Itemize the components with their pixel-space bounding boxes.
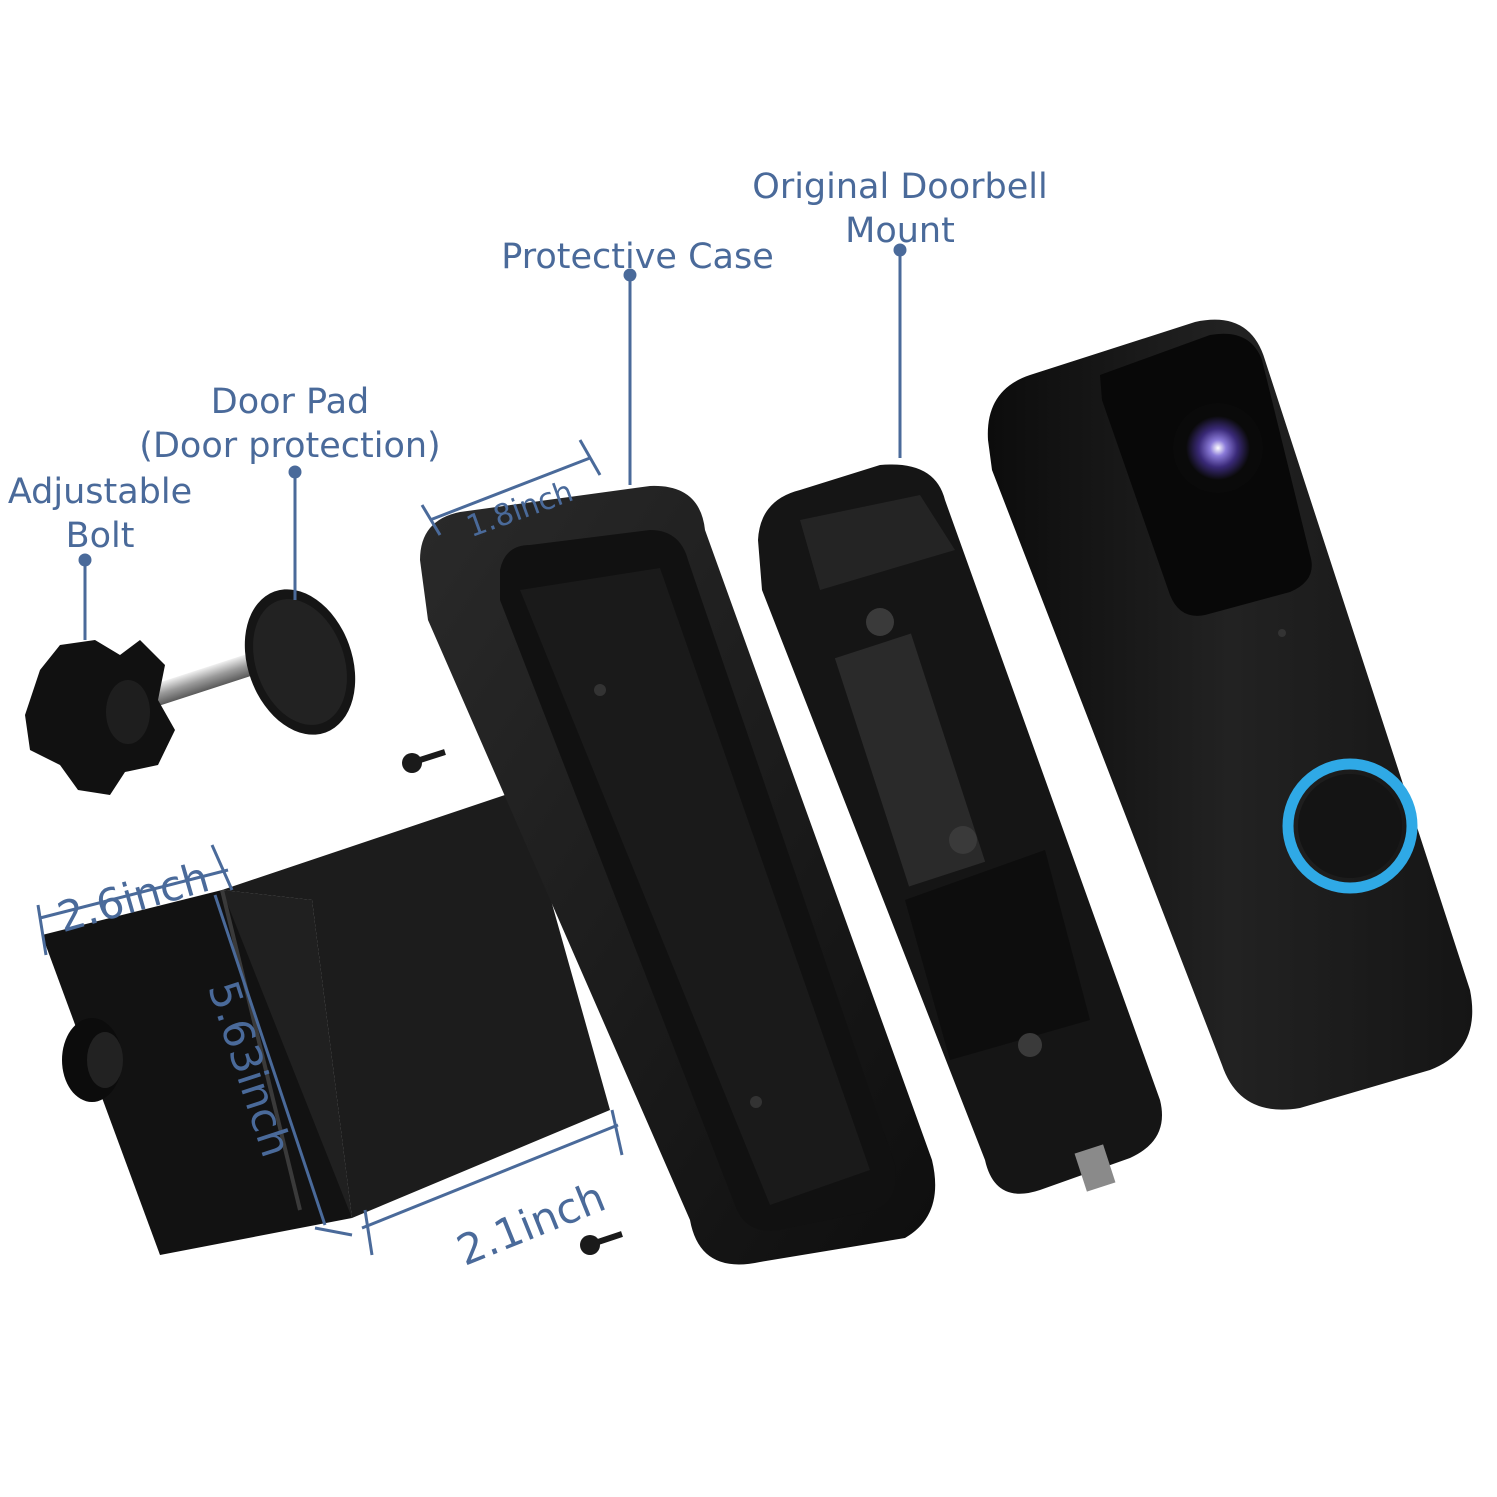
leader-lines: [78, 243, 907, 640]
label-protective-case-line1: Protective Case: [501, 237, 774, 277]
screw-icon: [580, 1231, 623, 1255]
label-original-mount-line1: Original Doorbell: [752, 167, 1048, 207]
bracket-knob-icon: [62, 1018, 123, 1102]
label-door-pad-line2: (Door protection): [139, 426, 441, 466]
label-adjustable-bolt-line1: Adjustable: [7, 472, 193, 512]
door-pad: [244, 589, 356, 735]
protective-case: [420, 485, 936, 1265]
screw-icon: [402, 749, 446, 773]
label-original-mount-line2: Mount: [845, 211, 955, 251]
label-original-mount: Original Doorbell Mount: [745, 165, 1055, 253]
label-door-pad-line1: Door Pad: [210, 382, 370, 422]
label-adjustable-bolt: Adjustable Bolt: [0, 470, 200, 558]
original-doorbell-mount: [758, 464, 1162, 1194]
label-door-pad: Door Pad (Door protection): [125, 380, 455, 468]
dimension-lines: [36, 439, 624, 1256]
label-adjustable-bolt-line2: Bolt: [65, 516, 135, 556]
label-protective-case: Protective Case: [490, 235, 785, 279]
bracket: [42, 790, 610, 1255]
video-doorbell: [987, 319, 1473, 1110]
